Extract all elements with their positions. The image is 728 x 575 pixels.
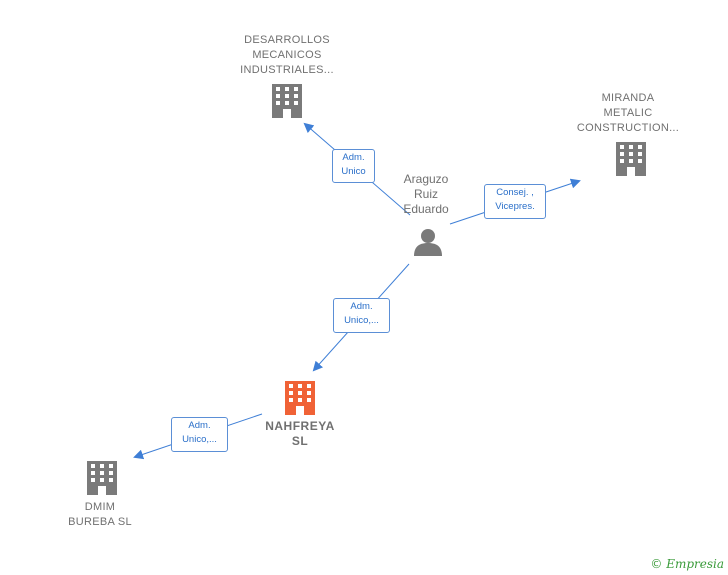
company-label-dmim[interactable]: DMIM BUREBA SL [50, 500, 150, 530]
label-line: METALIC [603, 107, 653, 119]
person-label[interactable]: Araguzo Ruiz Eduardo [386, 172, 466, 217]
building-icon[interactable] [87, 461, 117, 495]
label-line: DESARROLLOS [244, 34, 330, 46]
brand-name: Empresia [666, 557, 724, 571]
edge-label-line: Unico,... [182, 434, 217, 445]
label-line: Ruiz [413, 187, 438, 201]
company-label-desarrollos[interactable]: DESARROLLOS MECANICOS INDUSTRIALES... [227, 33, 347, 78]
edge-label-to-nahfreya[interactable]: Adm. Unico,... [333, 298, 390, 333]
edge-label-line: Vicepres. [495, 201, 535, 212]
label-line: INDUSTRIALES... [240, 64, 334, 76]
edge-label-line: Adm. [350, 301, 373, 312]
brand-logo[interactable]: © Empresia [650, 557, 724, 571]
edge-label-to-desarrollos[interactable]: Adm. Unico [332, 149, 375, 183]
copyright-symbol: © [650, 557, 663, 571]
label-line: MECANICOS [252, 49, 322, 61]
label-line: DMIM [84, 501, 116, 513]
label-line: NAHFREYA [265, 419, 335, 433]
label-line: Eduardo [403, 202, 449, 216]
building-icon-main[interactable] [285, 381, 315, 415]
building-icon[interactable] [616, 142, 646, 176]
company-label-nahfreya[interactable]: NAHFREYA SL [250, 419, 350, 449]
label-line: SL [291, 434, 309, 448]
edge-label-to-dmim[interactable]: Adm. Unico,... [171, 417, 228, 452]
label-line: BUREBA SL [68, 516, 132, 528]
edge-label-to-miranda[interactable]: Consej. , Vicepres. [484, 184, 546, 219]
label-line: MIRANDA [601, 92, 655, 104]
edge-label-line: Adm. [188, 420, 211, 431]
label-line: CONSTRUCTION... [576, 122, 680, 134]
edge-label-line: Consej. , [496, 187, 534, 198]
building-icon[interactable] [272, 84, 302, 118]
edge-label-line: Unico,... [344, 315, 379, 326]
label-line: Araguzo [403, 172, 449, 186]
edge-label-line: Adm. [342, 152, 365, 163]
edge-label-line: Unico [341, 166, 366, 177]
person-icon[interactable] [414, 229, 442, 256]
company-label-miranda[interactable]: MIRANDA METALIC CONSTRUCTION... [568, 91, 688, 136]
